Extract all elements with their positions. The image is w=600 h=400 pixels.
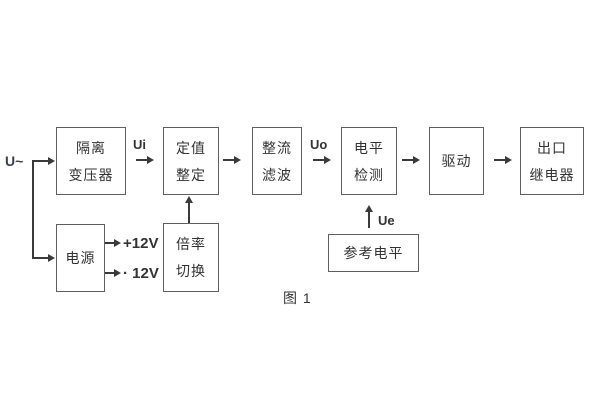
- signal-uo-label: Uo: [310, 137, 328, 152]
- arrow-setting-to-rectifier-line: [223, 159, 235, 161]
- rail-neg12-label: · 12V: [123, 265, 159, 282]
- block-label: 检测: [354, 166, 384, 183]
- arrow-rectifier-to-level-line: [313, 159, 325, 161]
- signal-ui-label: Ui: [133, 137, 146, 152]
- block-label: 电平: [354, 139, 384, 156]
- input-to-transformer-arrowhead-icon: [48, 157, 55, 165]
- block-label: 整流: [262, 139, 292, 156]
- input-branch-vertical-line: [32, 160, 34, 259]
- input-to-power-arrowhead-icon: [48, 254, 55, 262]
- block-label: 倍率: [176, 236, 206, 252]
- arrow-level-to-driver-arrowhead-icon: [413, 156, 420, 164]
- arrow-reference-to-level-arrowhead-icon: [365, 205, 373, 212]
- block-label: 参考电平: [343, 245, 404, 261]
- rail-pos12-arrowhead-icon: [114, 239, 121, 247]
- signal-ue-label: Ue: [378, 213, 395, 228]
- arrow-setting-to-rectifier-arrowhead-icon: [234, 156, 241, 164]
- block-level-detection: 电平 检测: [341, 127, 397, 195]
- block-ratio-switch: 倍率 切换: [163, 223, 219, 292]
- block-label: 继电器: [529, 166, 575, 183]
- block-rectifier-filter: 整流 滤波: [252, 127, 302, 195]
- block-label: 整定: [176, 166, 206, 183]
- figure-caption: 图 1: [283, 290, 312, 306]
- input-voltage-label: U~: [5, 153, 24, 169]
- rail-neg12-line: [105, 272, 115, 274]
- arrow-transformer-to-setting-line: [136, 159, 148, 161]
- block-label: 出口: [537, 139, 567, 156]
- block-label: 切换: [176, 263, 206, 279]
- block-label: 变压器: [68, 166, 114, 183]
- arrow-driver-to-relay-line: [494, 159, 506, 161]
- block-isolation-transformer: 隔离 变压器: [56, 127, 126, 195]
- input-to-transformer-line: [32, 160, 49, 162]
- rail-pos12-line: [105, 242, 115, 244]
- block-label: 隔离: [76, 139, 106, 156]
- block-driver: 驱动: [429, 127, 484, 195]
- block-label: 电源: [65, 250, 96, 266]
- arrow-driver-to-relay-arrowhead-icon: [505, 156, 512, 164]
- block-output-relay: 出口 继电器: [520, 127, 584, 195]
- arrow-level-to-driver-line: [402, 159, 414, 161]
- arrow-reference-to-level-line: [368, 212, 370, 228]
- block-label: 驱动: [441, 153, 472, 169]
- arrow-rectifier-to-level-arrowhead-icon: [324, 156, 331, 164]
- block-power-supply: 电源: [56, 224, 105, 292]
- rail-pos12-label: +12V: [123, 235, 159, 252]
- input-to-power-line: [32, 257, 49, 259]
- rail-neg12-arrowhead-icon: [114, 269, 121, 277]
- arrow-ratio-to-setting-arrowhead-icon: [185, 196, 193, 203]
- block-setting: 定值 整定: [163, 127, 219, 195]
- block-label: 滤波: [262, 166, 292, 183]
- block-reference-level: 参考电平: [328, 234, 419, 272]
- arrow-transformer-to-setting-arrowhead-icon: [147, 156, 154, 164]
- arrow-ratio-to-setting-line: [188, 203, 190, 223]
- block-label: 定值: [176, 139, 206, 156]
